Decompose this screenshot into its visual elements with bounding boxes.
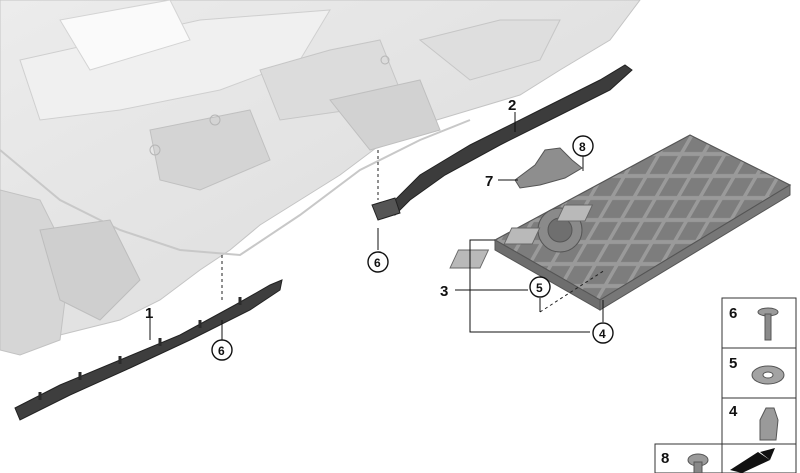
callout-3: 3 <box>440 283 448 300</box>
callout-6b: 6 <box>218 344 225 358</box>
parts-legend: 6 5 4 8 <box>654 297 797 473</box>
callout-6a-circle <box>367 251 389 273</box>
legend-label-6: 6 <box>729 305 737 322</box>
nut-icon <box>687 453 709 473</box>
callout-6a: 6 <box>374 256 381 270</box>
legend-label-8: 8 <box>661 450 669 467</box>
arrow-icon <box>730 448 775 473</box>
callout-4-circle <box>592 322 614 344</box>
callout-8-circle <box>572 135 594 157</box>
callout-5: 5 <box>536 281 543 295</box>
washer-icon <box>751 365 785 385</box>
assembly-line-5 <box>539 269 606 313</box>
callout-4: 4 <box>599 327 606 341</box>
trim-strip-lower <box>14 279 283 421</box>
callout-7: 7 <box>485 173 493 190</box>
callout-5-circle <box>529 276 551 298</box>
bracket-small <box>514 147 583 189</box>
legend-label-5: 5 <box>729 355 737 372</box>
legend-label-4: 4 <box>729 403 738 420</box>
storage-tray <box>449 134 792 311</box>
trim-strip-upper <box>371 64 633 221</box>
legend-cell-6 <box>721 297 797 349</box>
callout-8: 8 <box>579 140 586 154</box>
dashboard-carrier <box>0 0 641 356</box>
bracket-3 <box>469 239 590 333</box>
screw-icon <box>757 307 779 341</box>
clip-icon <box>759 407 779 441</box>
callout-6b-circle <box>211 339 233 361</box>
callout-2: 2 <box>508 97 516 114</box>
callout-1: 1 <box>145 305 153 322</box>
